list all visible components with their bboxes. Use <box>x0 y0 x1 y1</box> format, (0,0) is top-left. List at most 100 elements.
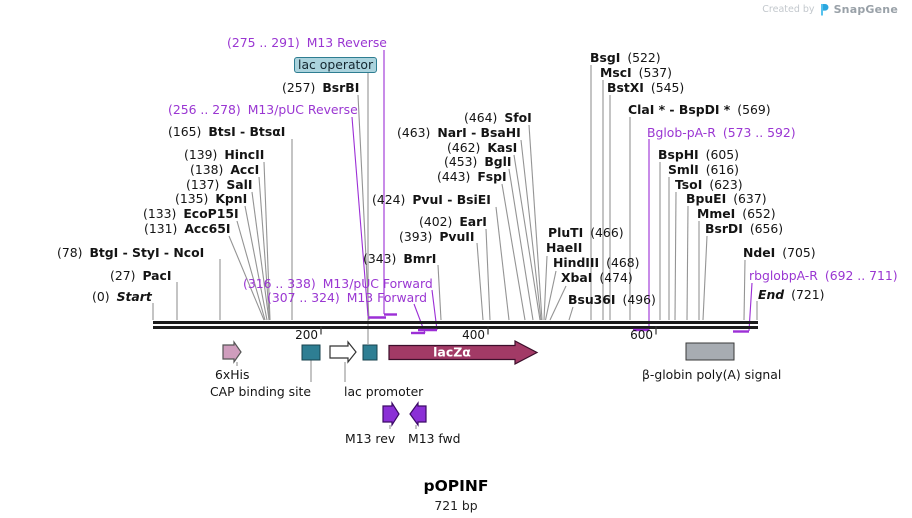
primer-label-m13-forward[interactable]: (307 .. 324)M13 Forward <box>267 291 427 304</box>
site-label-acc65i[interactable]: (131)Acc65I <box>144 222 230 235</box>
label-text: FspI <box>477 169 507 184</box>
site-label-eari[interactable]: (402)EarI <box>419 215 487 228</box>
label-text: M13/pUC Forward <box>322 276 433 291</box>
site-label-bsrbi[interactable]: (257)BsrBI <box>282 81 359 94</box>
site-label-bsgi[interactable]: BsgI(522) <box>590 51 661 64</box>
lacza-glyph[interactable] <box>388 340 539 365</box>
pvuii-connector-line <box>476 242 484 321</box>
6xhis-label[interactable]: 6xHis <box>215 367 250 382</box>
label-text: (573 .. 592) <box>722 125 796 140</box>
watermark-brand: SnapGene <box>833 3 898 16</box>
site-label-start[interactable]: (0)Start <box>92 290 152 303</box>
site-label-tsoi[interactable]: TsoI(623) <box>675 178 743 191</box>
label-text: (637) <box>733 191 767 206</box>
label-text: MscI <box>600 65 632 80</box>
site-label-bmri[interactable]: (343)BmrI <box>363 252 436 265</box>
site-label-end[interactable]: End(721) <box>758 288 824 301</box>
lac-operator-glyph[interactable] <box>362 344 378 361</box>
beta-globin-polya-signal-glyph[interactable] <box>685 342 735 361</box>
site-label-bsrdi[interactable]: BsrDI (656) <box>705 222 783 235</box>
bmri-connector-line <box>437 264 442 321</box>
site-label-haeii[interactable]: HaeII <box>546 241 582 254</box>
label-text: HincII <box>224 147 265 162</box>
label-text: M13 Reverse <box>306 35 387 50</box>
label-text: (721) <box>791 287 825 302</box>
site-label-bsphi[interactable]: BspHI(605) <box>658 148 739 161</box>
label-text: EarI <box>459 214 487 229</box>
label-text: (165) <box>168 124 202 139</box>
m13-fwd-label[interactable]: M13 fwd <box>408 431 461 446</box>
feature-tag-lac-operator-label[interactable]: lac operator <box>294 57 378 73</box>
site-label-btgi-styi-ncoi[interactable]: (78)BtgI - StyI - NcoI <box>57 246 204 259</box>
primer-label-bglob-pa-r[interactable]: Bglob-pA-R(573 .. 592) <box>647 126 796 139</box>
label-text: BsrDI <box>705 221 743 236</box>
label-text: (496) <box>622 292 656 307</box>
map-backbone-top <box>153 321 758 324</box>
label-text: (605) <box>705 147 739 162</box>
label-text: (656) <box>749 221 784 236</box>
hindiii-connector-line <box>544 270 557 321</box>
label-text: NdeI <box>743 245 776 260</box>
site-label-ecop15i[interactable]: (133)EcoP15I <box>143 207 239 220</box>
plasmid-title-block: pOPINF 721 bp <box>0 477 912 513</box>
cap-binding-site-glyph[interactable] <box>301 344 321 361</box>
primer-label-m13-puc-forward[interactable]: (316 .. 338) M13/pUC Forward <box>243 277 433 290</box>
primer-label-m13-puc-reverse[interactable]: (256 .. 278)M13/pUC Reverse <box>168 103 358 116</box>
label-text: SmlI <box>668 162 699 177</box>
site-label-hincii[interactable]: (139) HincII <box>184 148 264 161</box>
label-text: (616) <box>705 162 740 177</box>
site-label-bsu36i[interactable]: Bsu36I(496) <box>568 293 656 306</box>
cap-binding-site-label[interactable]: CAP binding site <box>210 384 312 399</box>
m13-rev-label[interactable]: M13 rev <box>345 431 396 446</box>
site-label-sfoi[interactable]: (464)SfoI <box>464 111 532 124</box>
label-text: KasI <box>487 140 518 155</box>
site-label-clai-bspdi[interactable]: ClaI * - BspDI *(569) <box>628 103 771 116</box>
m13-rev-glyph[interactable] <box>382 400 400 428</box>
site-label-bstxi[interactable]: BstXI(545) <box>607 81 684 94</box>
eari-connector-line <box>485 228 491 321</box>
label-text: (316 .. 338) <box>243 276 316 291</box>
site-label-pvuii[interactable]: (393)PvuII <box>399 230 475 243</box>
m13-fwd-glyph[interactable] <box>409 401 427 427</box>
site-label-acci[interactable]: (138)AccI <box>190 163 259 176</box>
label-text: (139) <box>184 147 218 162</box>
label-text: (131) <box>144 221 178 236</box>
primer-label-rbglobpa-r[interactable]: rbglobpA-R(692 .. 711) <box>749 269 898 282</box>
snapgene-logo-icon <box>820 4 829 16</box>
beta-globin-polya-signal-label[interactable]: β-globin poly(A) signal <box>642 367 782 382</box>
label-text: (27) <box>110 268 136 283</box>
label-text: (705) <box>782 245 816 260</box>
site-label-sali[interactable]: (137)SalI <box>186 178 252 191</box>
lac-promoter-glyph[interactable] <box>329 340 357 364</box>
label-text: BsgI <box>590 50 621 65</box>
ecop15i-connector-line <box>236 220 266 321</box>
site-label-fspi[interactable]: (443)FspI <box>437 170 507 183</box>
scale-tick-label-200: 200 <box>295 328 318 342</box>
label-text: BsrBI <box>322 80 360 95</box>
lac-promoter-label[interactable]: lac promoter <box>344 384 424 399</box>
xbai-connector-line <box>549 285 567 321</box>
label-text: (133) <box>143 206 177 221</box>
site-label-kasi[interactable]: (462)KasI <box>447 141 517 154</box>
bpuei-connector-line <box>686 205 689 321</box>
primer-label-m13-reverse[interactable]: (275 .. 291)M13 Reverse <box>227 36 387 49</box>
nari-bsahi-connector-line <box>520 139 542 321</box>
site-label-msci[interactable]: MscI (537) <box>600 66 672 79</box>
site-label-smli[interactable]: SmlI (616) <box>668 163 739 176</box>
site-label-bpuei[interactable]: BpuEI(637) <box>686 192 767 205</box>
site-label-pvui-bsiei[interactable]: (424)PvuI - BsiEI <box>372 193 491 206</box>
site-label-ndei[interactable]: NdeI (705) <box>743 246 816 259</box>
site-label-bgli[interactable]: (453)BglI <box>444 155 512 168</box>
site-label-nari-bsahi[interactable]: (463)NarI - BsaHI <box>397 126 521 139</box>
map-backbone-bottom <box>153 326 758 329</box>
site-label-pluti[interactable]: PluTI(466) <box>548 226 624 239</box>
site-label-kpni[interactable]: (135)KpnI <box>175 192 247 205</box>
6xhis-glyph[interactable] <box>222 340 242 364</box>
site-label-btsi-btsai[interactable]: (165)BtsI - BtsαI <box>168 125 285 138</box>
label-text: (537) <box>638 65 672 80</box>
site-label-paci[interactable]: (27)PacI <box>110 269 172 282</box>
site-label-hindiii[interactable]: HindIII(468) <box>553 256 639 269</box>
site-label-xbai[interactable]: XbaI(474) <box>561 271 633 284</box>
site-label-mmei[interactable]: MmeI(652) <box>697 207 776 220</box>
label-text: AccI <box>230 162 260 177</box>
